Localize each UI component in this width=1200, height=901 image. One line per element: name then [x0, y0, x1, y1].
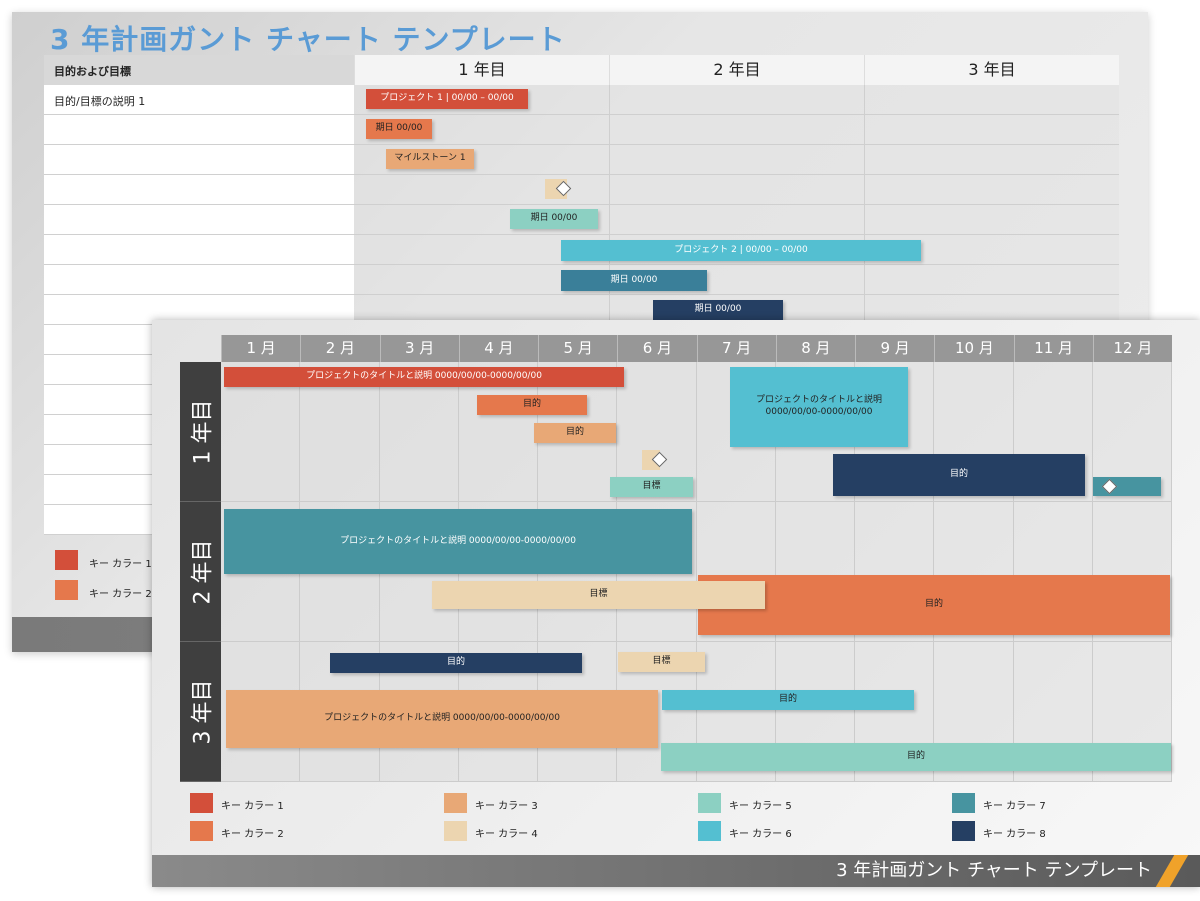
legend-label: キー カラー 3: [475, 801, 538, 812]
gantt-bar[interactable]: プロジェクトのタイトルと説明 0000/00/00-0000/00/00: [226, 690, 658, 748]
gantt-bar[interactable]: 目標: [610, 477, 693, 497]
month-header: 1 月: [221, 335, 301, 362]
table-row: [44, 235, 354, 265]
year-label-2: 2 年目: [180, 502, 221, 642]
gantt-bar[interactable]: 期日 00/00: [366, 119, 432, 139]
legend-swatch: [190, 793, 213, 813]
legend-swatch: [55, 550, 78, 570]
year-label-3: 3 年目: [180, 642, 221, 782]
table-row: [44, 265, 354, 295]
divider: [864, 85, 865, 535]
milestone-bar[interactable]: [1093, 477, 1161, 496]
row-divider: [354, 234, 1119, 235]
legend-label: キー カラー 4: [475, 829, 538, 840]
gantt-bar[interactable]: 目的: [662, 690, 914, 710]
row-divider: [354, 264, 1119, 265]
legend-label: キー カラー 1: [89, 559, 152, 570]
year-header-1: 1 年目: [354, 55, 609, 85]
legend-label: キー カラー 5: [729, 801, 792, 812]
year-label-1: 1 年目: [180, 362, 221, 502]
row-divider: [354, 144, 1119, 145]
gantt-bar[interactable]: 目的: [661, 743, 1171, 771]
back-slide-title: 3 年計画ガント チャート テンプレート: [50, 23, 566, 56]
legend-swatch: [698, 821, 721, 841]
month-header: 9 月: [855, 335, 935, 362]
row-divider: [354, 294, 1119, 295]
gantt-bar[interactable]: 期日 00/00: [561, 270, 707, 291]
gantt-bar[interactable]: 目的: [477, 395, 587, 415]
table-header: 目的および目標: [44, 55, 354, 85]
gantt-bar[interactable]: プロジェクト 1 | 00/00 – 00/00: [366, 89, 528, 109]
gantt-bar[interactable]: 目標: [432, 581, 765, 609]
legend-label: キー カラー 7: [983, 801, 1046, 812]
diamond-milestone-icon: [1101, 478, 1118, 495]
month-header: 3 月: [379, 335, 459, 362]
month-header: 12 月: [1092, 335, 1172, 362]
legend-swatch: [55, 580, 78, 600]
month-header: 8 月: [775, 335, 855, 362]
row-divider: [354, 204, 1119, 205]
legend-swatch: [698, 793, 721, 813]
legend-swatch: [444, 793, 467, 813]
gantt-bar[interactable]: 目的: [698, 575, 1170, 635]
month-header: 6 月: [617, 335, 697, 362]
gantt-bar[interactable]: マイルストーン 1: [386, 149, 474, 169]
footer-title: 3 年計画ガント チャート テンプレート: [152, 855, 1200, 887]
table-row: [44, 175, 354, 205]
legend-label: キー カラー 6: [729, 829, 792, 840]
year-header-2: 2 年目: [609, 55, 864, 85]
legend-label: キー カラー 2: [221, 829, 284, 840]
gantt-bar[interactable]: プロジェクト 2 | 00/00 – 00/00: [561, 240, 921, 261]
month-header: 11 月: [1013, 335, 1093, 362]
gantt-bar[interactable]: 期日 00/00: [510, 209, 598, 229]
bar-dates: 0000/00/00-0000/00/00: [765, 407, 873, 417]
gantt-bar[interactable]: 期日 00/00: [653, 300, 783, 320]
gantt-bar[interactable]: 目的: [330, 653, 582, 673]
legend-swatch: [444, 821, 467, 841]
month-header: 7 月: [696, 335, 776, 362]
milestone-bar[interactable]: [642, 450, 668, 470]
legend-swatch: [190, 821, 213, 841]
row-divider: [354, 114, 1119, 115]
gantt-bar[interactable]: 目的: [534, 423, 616, 443]
month-header: 5 月: [538, 335, 618, 362]
milestone-bar[interactable]: [545, 179, 572, 199]
month-header: 2 月: [300, 335, 380, 362]
gantt-bar[interactable]: 目標: [618, 652, 705, 672]
table-row: [44, 115, 354, 145]
divider: [609, 85, 610, 535]
legend-label: キー カラー 8: [983, 829, 1046, 840]
table-row: [44, 205, 354, 235]
gantt-bar[interactable]: プロジェクトのタイトルと説明 0000/00/00-0000/00/00: [224, 509, 692, 574]
gantt-bar[interactable]: 目的: [833, 454, 1085, 496]
legend-swatch: [952, 793, 975, 813]
month-header: 4 月: [458, 335, 538, 362]
year-header-3: 3 年目: [864, 55, 1119, 85]
month-header: 10 月: [934, 335, 1014, 362]
table-row: 目的/目標の説明 1: [44, 85, 354, 115]
row-divider: [354, 174, 1119, 175]
table-row: [44, 145, 354, 175]
legend-swatch: [952, 821, 975, 841]
legend-label: キー カラー 2: [89, 589, 152, 600]
legend-label: キー カラー 1: [221, 801, 284, 812]
gantt-bar[interactable]: プロジェクトのタイトルと説明 0000/00/00-0000/00/00: [224, 367, 624, 387]
bar-title: プロジェクトのタイトルと説明: [755, 395, 882, 406]
